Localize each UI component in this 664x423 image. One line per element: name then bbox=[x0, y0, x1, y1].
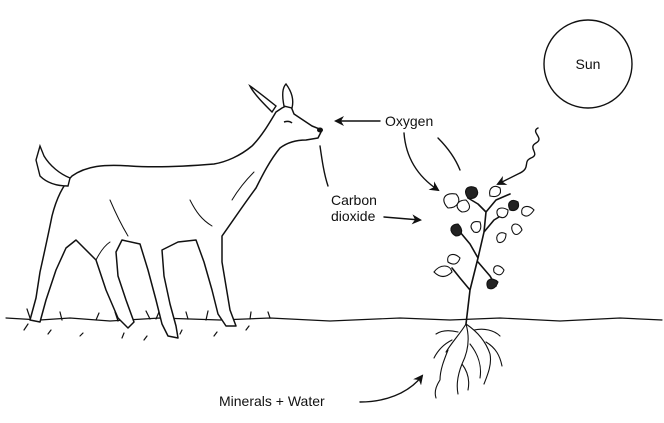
deer-ear-right bbox=[281, 82, 294, 109]
deer bbox=[29, 82, 323, 339]
sun-circle bbox=[543, 19, 633, 109]
plant-leaves bbox=[433, 185, 535, 290]
minerals-water-label: Minerals + Water bbox=[219, 393, 325, 409]
deer-eye bbox=[283, 120, 293, 124]
oxygen-from-plant-arrow-left bbox=[403, 132, 440, 192]
plant-stem bbox=[451, 193, 511, 325]
minerals-water-to-roots-arrow bbox=[359, 374, 424, 403]
deer-body bbox=[29, 103, 323, 339]
carbon-dioxide-to-plant-arrow bbox=[383, 214, 422, 225]
deer-ear-left bbox=[248, 83, 277, 114]
ground bbox=[5, 308, 663, 341]
sun-label: Sun bbox=[576, 56, 601, 72]
deer-tail bbox=[35, 143, 71, 187]
sunlight-arrow bbox=[496, 127, 540, 185]
carbon-dioxide-label-line1: Carbon bbox=[331, 192, 377, 208]
deer-nose bbox=[317, 127, 323, 133]
carbon-dioxide-from-deer-line bbox=[319, 145, 329, 187]
sun: Sun bbox=[543, 19, 633, 109]
oxygen-label: Oxygen bbox=[385, 113, 433, 129]
carbon-dioxide-label-line2: dioxide bbox=[331, 208, 376, 224]
plant bbox=[433, 185, 535, 325]
plant-roots bbox=[433, 323, 503, 399]
oxygen-from-plant-arrow-right bbox=[437, 137, 461, 171]
deer-shading bbox=[95, 171, 255, 261]
